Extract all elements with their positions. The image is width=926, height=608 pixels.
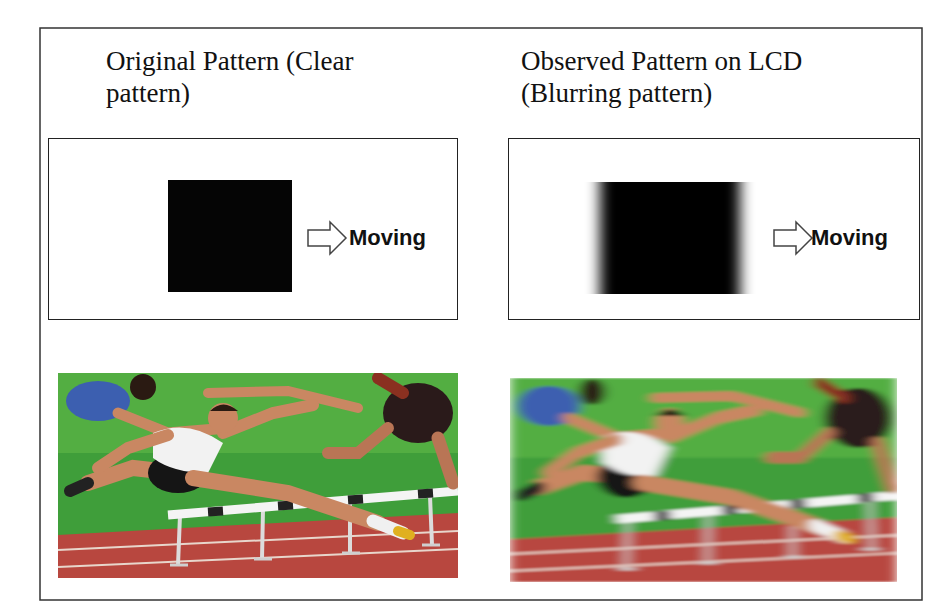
pattern-panel: Original Pattern (Clear pattern)Moving bbox=[48, 138, 458, 320]
pattern-heading: Original Pattern (Clear pattern) bbox=[106, 45, 366, 110]
motion-label: Moving bbox=[811, 225, 888, 251]
blurred-photo bbox=[510, 378, 897, 582]
clear-square bbox=[168, 180, 292, 292]
move-arrow bbox=[774, 222, 812, 254]
pattern-heading: Observed Pattern on LCD (Blurring patter… bbox=[521, 45, 871, 110]
blurred-square bbox=[600, 182, 740, 294]
outer-frame bbox=[40, 28, 922, 600]
clear-photo bbox=[58, 373, 458, 578]
motion-label: Moving bbox=[349, 225, 426, 251]
pattern-panel: Observed Pattern on LCD (Blurring patter… bbox=[508, 138, 920, 320]
move-arrow bbox=[308, 222, 346, 254]
